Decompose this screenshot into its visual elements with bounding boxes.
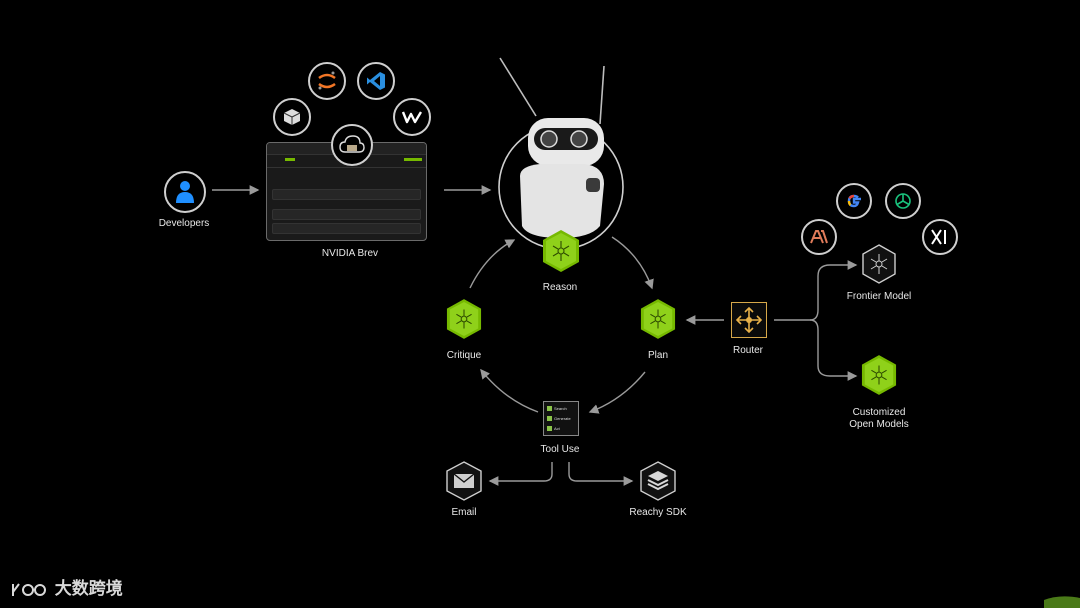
reachy-sdk-label: Reachy SDK [629,507,687,518]
robot-icon [520,118,604,238]
plan-hex-icon[interactable] [640,298,676,340]
brand-corner [1044,596,1080,608]
arrow-tooluse-email [488,462,553,486]
critique-hex-icon[interactable] [446,298,482,340]
customized-open-models-label: Customized Open Models [849,407,909,430]
watermark: 大数跨境 [10,574,123,600]
frontier-model-icon[interactable] [862,244,896,284]
arc-reason-plan [611,236,654,290]
tool-use-label: Tool Use [540,444,580,455]
xai-icon [922,219,958,255]
frontier-model-label: Frontier Model [846,291,912,302]
branch-frontier [809,260,858,321]
tool-use-panel[interactable]: Search Generate Act [543,401,579,436]
cube-icon [273,98,311,136]
developers-avatar-icon[interactable] [164,171,206,213]
vscode-icon [357,62,395,100]
nvidia-brev-label: NVIDIA Brev [321,248,379,259]
openai-icon [885,183,921,219]
tool-item-search: Search [547,405,567,411]
tool-item-act: Act [547,425,560,431]
router-icon[interactable] [731,302,767,338]
watermark-logo-icon [12,582,46,596]
reason-label: Reason [542,282,578,293]
nvidia-brev-screenshot [266,142,427,241]
cloud-icon [331,124,373,166]
tool-item-generate: Generate [547,415,571,421]
windsurf-icon [393,98,431,136]
arc-tooluse-critique [480,368,539,413]
jupyter-icon [308,62,346,100]
critique-label: Critique [446,350,482,361]
email-label: Email [451,507,477,518]
developers-label: Developers [158,218,210,229]
plan-label: Plan [647,350,669,361]
anthropic-icon [801,219,837,255]
arc-critique-reason [469,239,516,289]
router-label: Router [732,345,764,356]
branch-open-models [809,319,858,381]
arc-plan-tooluse [588,371,646,414]
customized-open-models-icon[interactable] [861,354,897,396]
reachy-sdk-icon[interactable] [640,461,676,501]
antenna-right [599,65,605,125]
reason-hex-icon[interactable] [542,229,580,273]
arrow-tooluse-reachy [568,462,634,486]
email-icon[interactable] [446,461,482,501]
antenna-left [499,57,537,117]
google-icon [836,183,872,219]
